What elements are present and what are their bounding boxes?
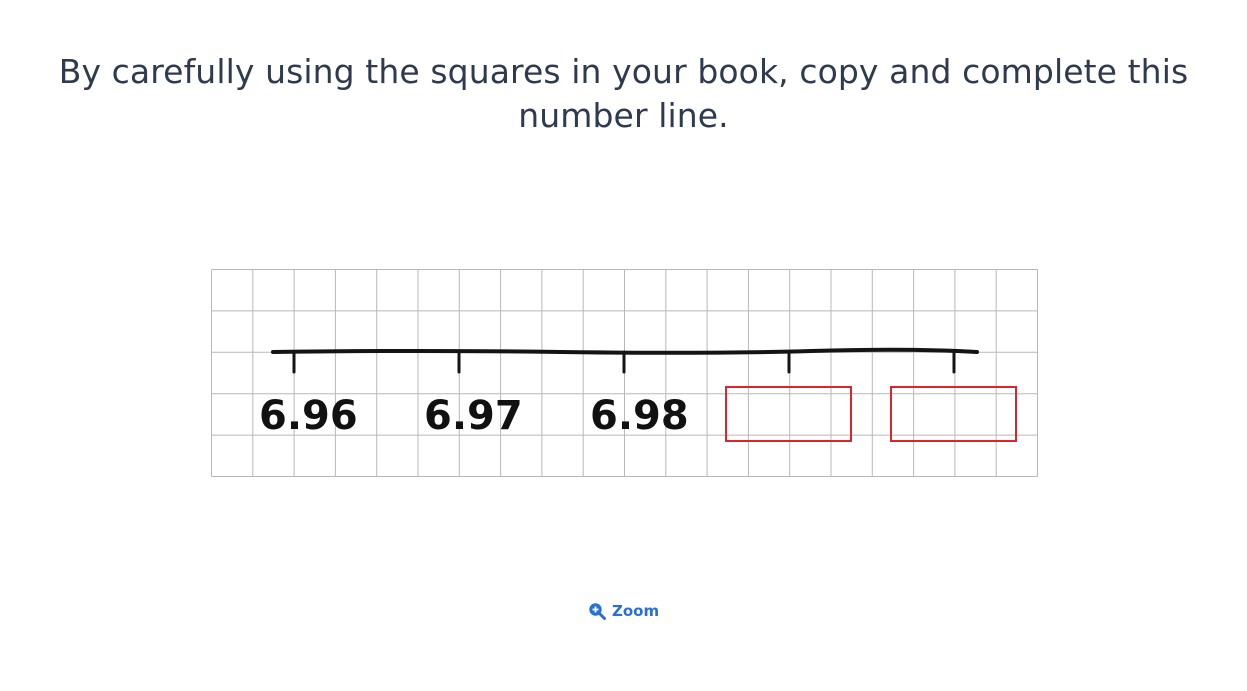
number-line-svg: 6.96 6.97 6.98 bbox=[211, 269, 1038, 477]
answer-box-2[interactable] bbox=[890, 386, 1017, 442]
answer-box-1[interactable] bbox=[725, 386, 852, 442]
number-line-figure: 6.96 6.97 6.98 bbox=[211, 269, 1038, 477]
number-line bbox=[271, 347, 979, 355]
zoom-in-icon bbox=[589, 603, 606, 620]
tick-label-2: 6.97 bbox=[424, 393, 523, 439]
tick-label-3: 6.98 bbox=[590, 393, 689, 439]
tick-label-1: 6.96 bbox=[259, 393, 358, 439]
tick-marks bbox=[292, 350, 956, 374]
zoom-button[interactable]: Zoom bbox=[588, 599, 659, 623]
question-text: By carefully using the squares in your b… bbox=[58, 52, 1189, 135]
zoom-label: Zoom bbox=[612, 602, 660, 620]
